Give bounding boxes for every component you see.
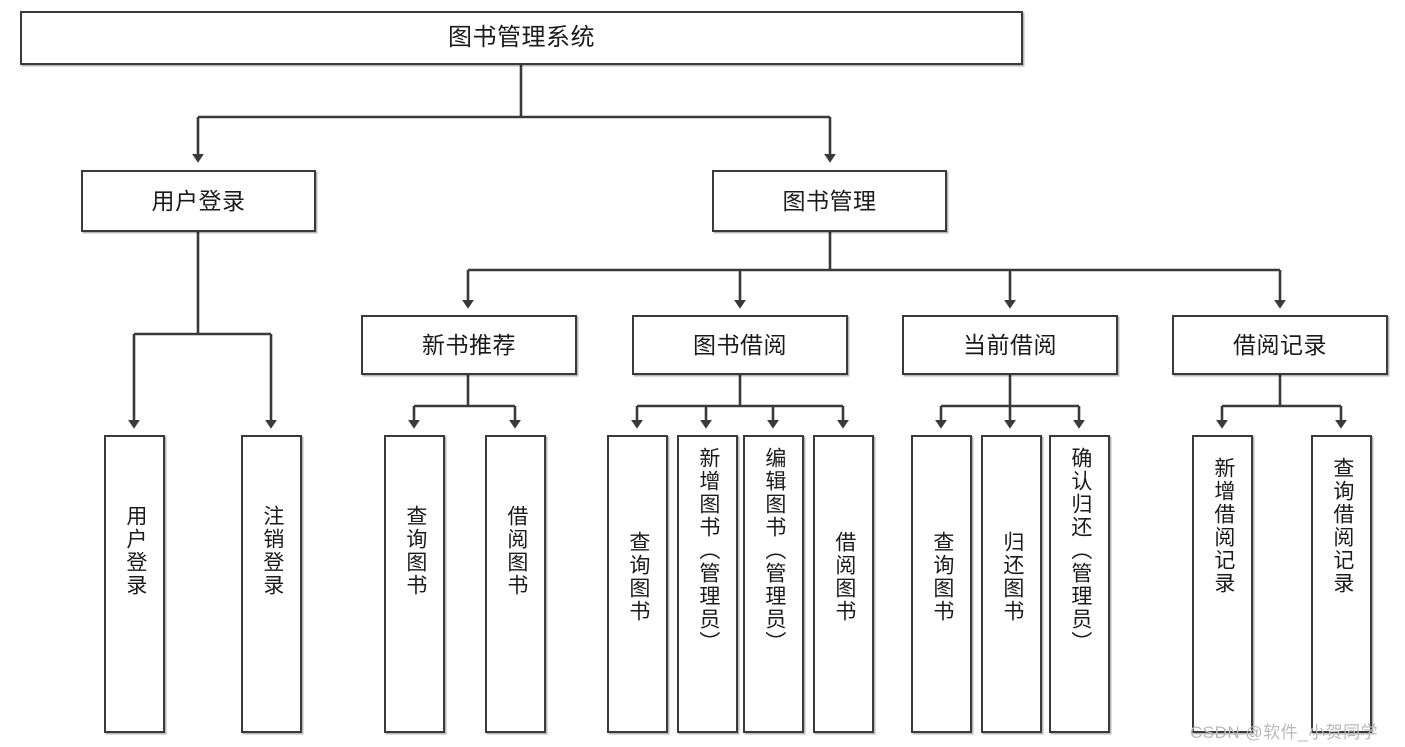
node-label: 图书管理系统 [448, 24, 595, 51]
node-label: 查询图书 [930, 531, 954, 623]
node-label: 查询借阅记录 [1330, 457, 1354, 595]
node-user-login[interactable]: 用户登录 [81, 170, 316, 232]
node-label: 新增图书（管理员） [696, 447, 720, 654]
node-leaf-search-book-current[interactable]: 查询图书 [911, 435, 972, 733]
node-leaf-add-borrow-record[interactable]: 新增借阅记录 [1192, 435, 1253, 733]
node-leaf-search-book-borrow[interactable]: 查询图书 [607, 435, 668, 733]
node-label: 当前借阅 [963, 331, 1057, 358]
node-label: 归还图书 [1000, 531, 1024, 623]
node-leaf-borrow-book[interactable]: 借阅图书 [813, 435, 874, 733]
node-label: 借阅记录 [1233, 331, 1327, 358]
node-label: 借阅图书 [832, 531, 856, 623]
node-label: 查询图书 [626, 531, 650, 623]
node-label: 确认归还（管理员） [1068, 447, 1092, 654]
node-book-borrow[interactable]: 图书借阅 [632, 315, 848, 375]
node-leaf-confirm-return-admin[interactable]: 确认归还（管理员） [1049, 435, 1110, 733]
node-borrow-record[interactable]: 借阅记录 [1172, 315, 1388, 375]
node-new-book-recommend[interactable]: 新书推荐 [361, 315, 577, 375]
node-label: 图书管理 [782, 187, 877, 214]
node-leaf-borrow-book-new[interactable]: 借阅图书 [485, 435, 546, 733]
csdn-watermark: CSDN @软件_小贺同学 [1190, 723, 1379, 742]
node-label: 借阅图书 [504, 505, 528, 597]
node-leaf-edit-book-admin[interactable]: 编辑图书（管理员） [743, 435, 804, 733]
node-root-book-management-system[interactable]: 图书管理系统 [20, 11, 1023, 65]
node-leaf-search-book-new[interactable]: 查询图书 [384, 435, 445, 733]
node-label: 图书借阅 [693, 331, 787, 358]
node-leaf-user-login[interactable]: 用户登录 [104, 435, 165, 733]
node-label: 新书推荐 [422, 331, 516, 358]
node-label: 编辑图书（管理员） [762, 447, 786, 654]
node-label: 用户登录 [123, 505, 147, 597]
node-book-management[interactable]: 图书管理 [712, 170, 947, 232]
node-label: 新增借阅记录 [1211, 457, 1235, 595]
node-current-borrow[interactable]: 当前借阅 [902, 315, 1118, 375]
node-leaf-search-borrow-record[interactable]: 查询借阅记录 [1311, 435, 1372, 733]
node-leaf-logout[interactable]: 注销登录 [241, 435, 302, 733]
node-leaf-return-book[interactable]: 归还图书 [981, 435, 1042, 733]
node-leaf-add-book-admin[interactable]: 新增图书（管理员） [677, 435, 738, 733]
node-label: 用户登录 [151, 187, 246, 214]
node-label: 查询图书 [403, 505, 427, 597]
node-label: 注销登录 [260, 505, 284, 597]
